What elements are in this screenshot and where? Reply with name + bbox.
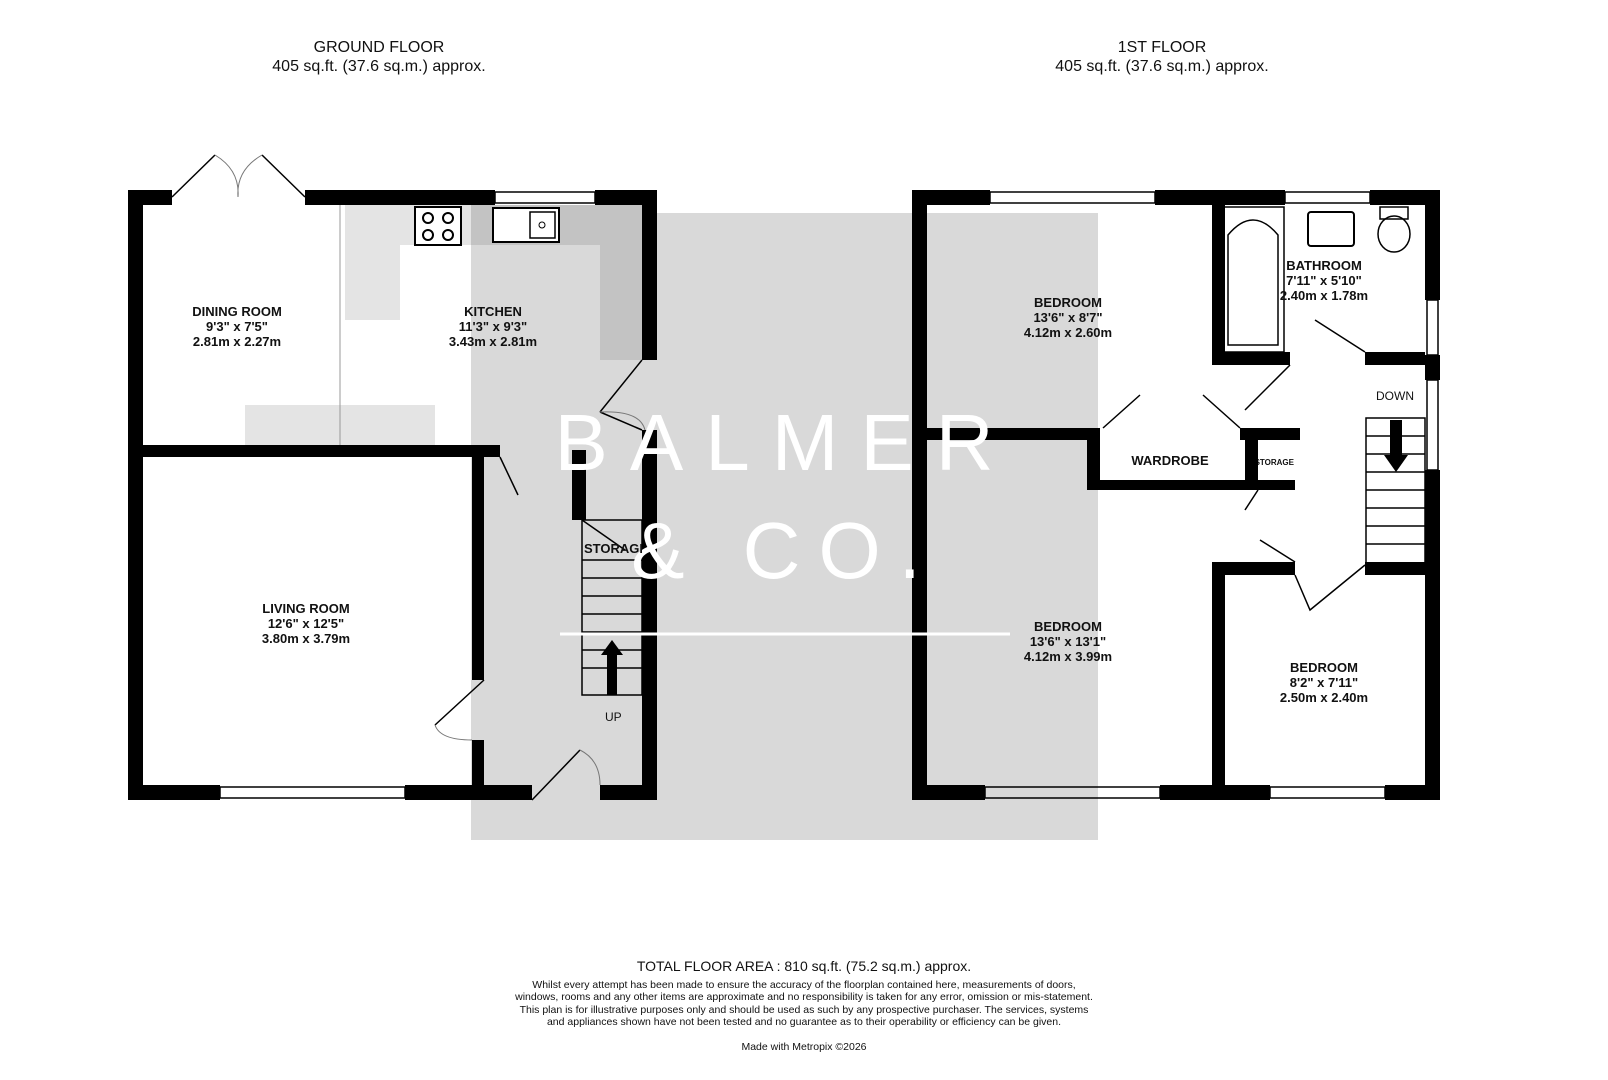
sink-icon — [492, 207, 560, 243]
stairs-down-arrow-icon — [1384, 420, 1408, 472]
first-floor-windows-doors — [984, 191, 1439, 799]
stairs-down-label: DOWN — [1376, 389, 1414, 403]
first-floor-walls — [912, 190, 1440, 800]
total-floor-area: TOTAL FLOOR AREA : 810 sq.ft. (75.2 sq.m… — [636, 958, 972, 974]
room-wardrobe: WARDROBE — [1131, 453, 1209, 468]
watermark-background — [471, 213, 1098, 840]
stairs-up-label: UP — [605, 710, 622, 724]
credit: Made with Metropix ©2026 — [741, 1041, 867, 1053]
disclaimer: Whilst every attempt has been made to en… — [515, 979, 1093, 1029]
room-storage-first: STORAGE — [1258, 458, 1294, 467]
hob-icon — [414, 206, 462, 246]
room-storage-ground: STORAGE — [584, 541, 642, 556]
first-floor-area: 405 sq.ft. (37.6 sq.m.) approx. — [1055, 58, 1269, 75]
ground-floor-windows-doors — [171, 154, 646, 801]
ground-floor-area: 405 sq.ft. (37.6 sq.m.) approx. — [272, 58, 486, 75]
stairs-up-arrow-icon — [601, 640, 623, 695]
svg-text:& CO.: & CO. — [631, 506, 939, 595]
ground-floor-title: GROUND FLOOR — [313, 39, 445, 56]
bath-icon — [1221, 206, 1285, 353]
first-floor-title: 1ST FLOOR — [1117, 39, 1207, 56]
ground-floor-walls — [128, 190, 657, 800]
toilet-icon — [1377, 206, 1411, 253]
ground-floor-header: GROUND FLOOR 405 sq.ft. (37.6 sq.m.) app… — [179, 38, 579, 76]
svg-text:BALMER: BALMER — [555, 398, 1016, 487]
basin-icon — [1307, 211, 1355, 247]
first-floor-header: 1ST FLOOR 405 sq.ft. (37.6 sq.m.) approx… — [962, 38, 1362, 76]
watermark-logo: BALMER & CO. — [555, 398, 1016, 636]
